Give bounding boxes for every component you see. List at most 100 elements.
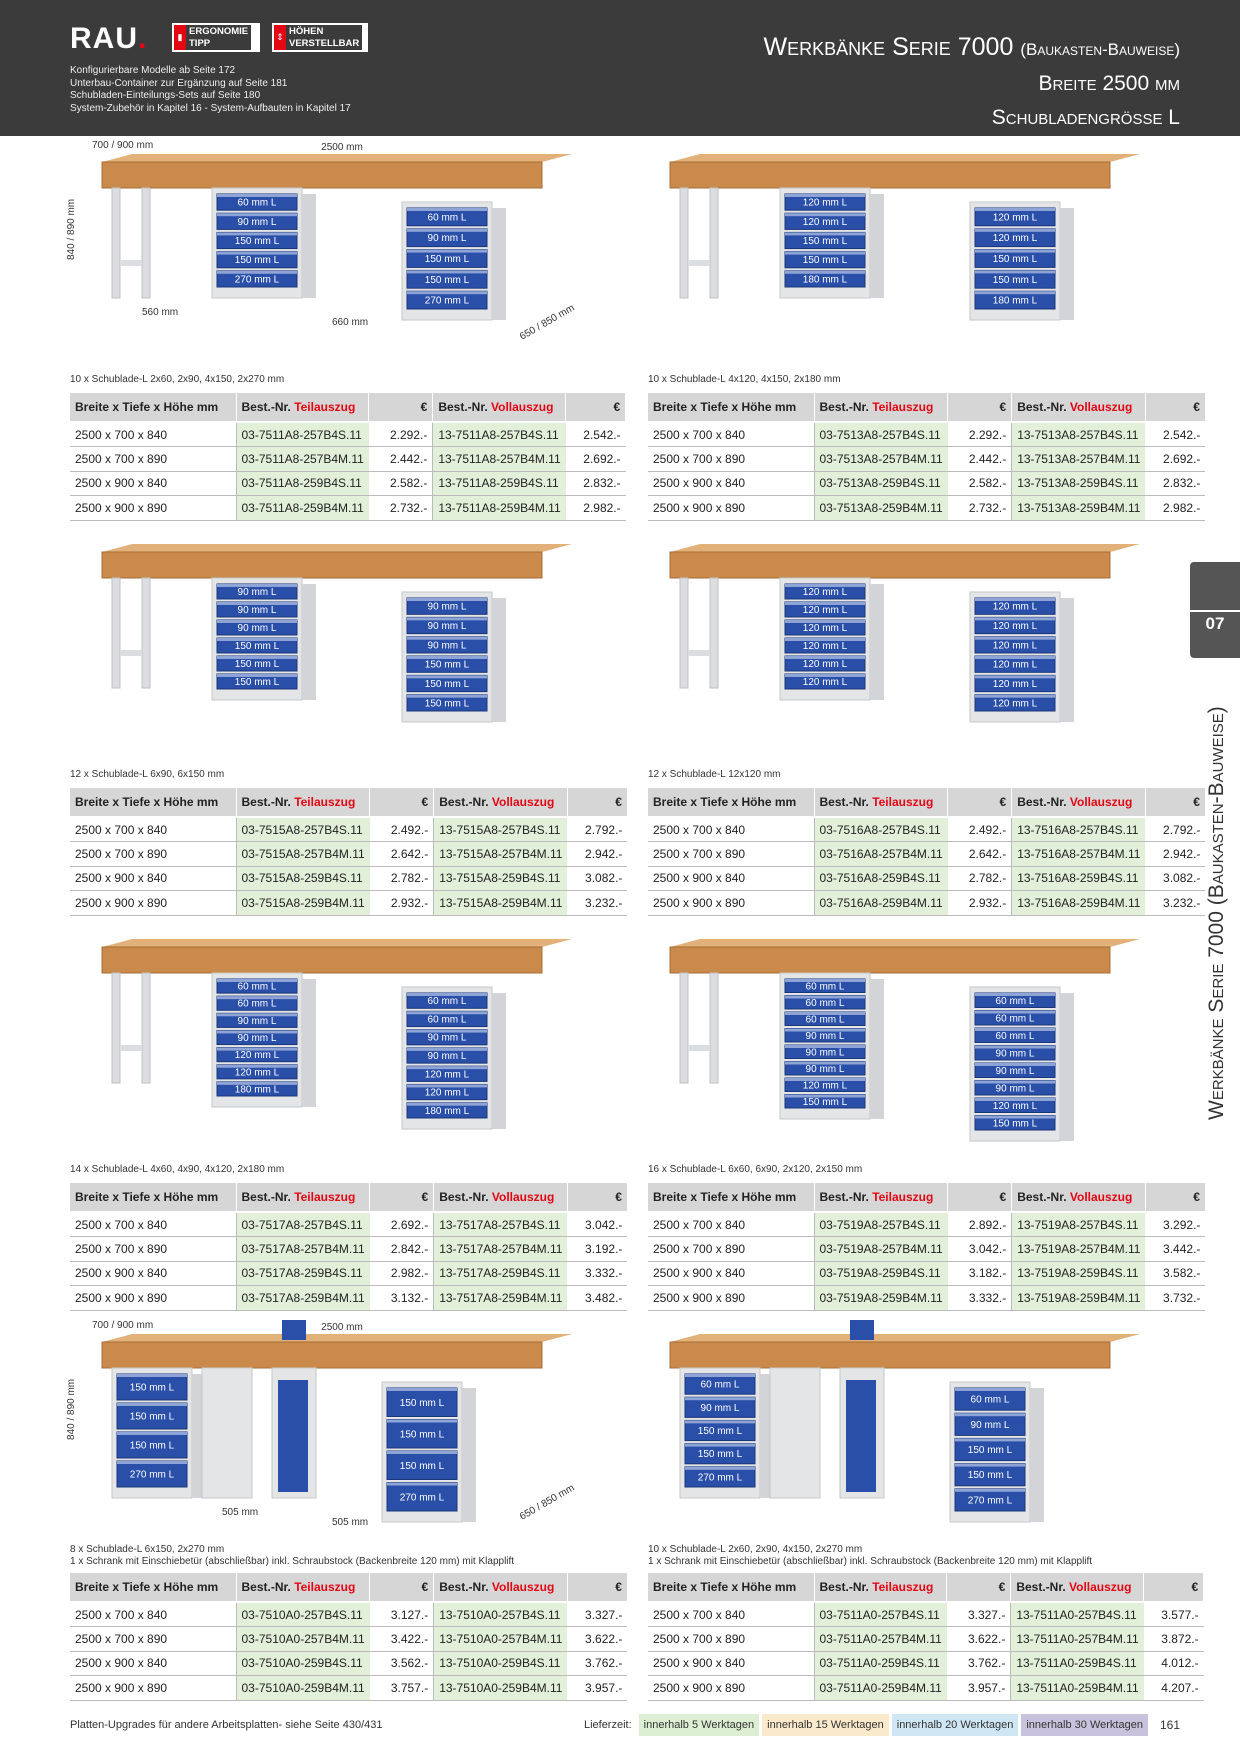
dim-depth2: 650 / 850 mm [518,1482,576,1522]
order-number: 03-7511A0-257B4M.11 [813,1626,947,1652]
right-cabinet-side [1030,1388,1044,1522]
left-cabinet-side [870,584,884,700]
size: 2500 x 700 x 840 [70,1212,236,1237]
order-number: 03-7516A8-257B4M.11 [813,841,948,867]
price: 3.082.- [567,866,628,891]
page-footer: Platten-Upgrades für andere Arbeitsplatt… [70,1714,1180,1736]
worktop-top [102,1334,572,1342]
drawer [386,1419,458,1449]
dim-leg: 560 mm [142,307,178,318]
caption-line: 10 x Schublade-L 2x60, 2x90, 4x150, 2x27… [648,1544,863,1555]
drawer-handle [407,993,487,996]
price-table: Breite x Tiefe x Höhe mm Best.-Nr. Teila… [70,788,628,916]
order-number: 03-7517A8-257B4M.11 [235,1236,370,1262]
order-number: 03-7511A8-257B4S.11 [235,422,369,447]
drawer-handle [975,1028,1055,1031]
price: 2.292.- [947,422,1012,447]
size: 2500 x 900 x 840 [70,866,236,891]
note-line: Unterbau-Container zur Ergänzung auf Sei… [70,77,288,89]
delivery-chip: innerhalb 30 Werktagen [1021,1714,1148,1736]
drawer-handle [407,675,487,679]
drawer-label: 90 mm L [971,1420,1010,1431]
drawer-handle [117,1403,187,1406]
drawer-handle [407,270,487,274]
drawer-label: 180 mm L [803,274,848,285]
size: 2500 x 900 x 890 [648,1675,814,1701]
drawer-label: 60 mm L [238,982,277,993]
drawer-handle [407,598,487,601]
drawer-label: 180 mm L [235,1084,280,1095]
right-cabinet-side [1060,993,1074,1141]
drawer-label: 150 mm L [993,1118,1038,1129]
order-number: 13-7510A0-259B4S.11 [433,1651,568,1676]
drawer-label: 120 mm L [803,677,848,688]
drawer-label: 150 mm L [968,1445,1013,1456]
drawer-label: 270 mm L [130,1470,175,1481]
drawer-label: 60 mm L [701,1380,740,1391]
price: 3.762.- [946,1651,1011,1676]
badge-line: HÖHEN [289,25,324,37]
col-eur: € [567,1573,628,1603]
caption-line: 12 x Schublade-L 6x90, 6x150 mm [70,769,225,780]
price: 2.492.- [369,817,434,842]
size: 2500 x 900 x 840 [70,1261,236,1286]
drawer-label: 180 mm L [425,1106,470,1117]
dim-depth: 700 / 900 mm [92,1320,153,1331]
price: 2.792.- [1145,817,1206,842]
drawer-label: 90 mm L [996,1066,1035,1077]
left-cabinet-side [870,979,884,1119]
drawer-label: 180 mm L [993,296,1038,307]
drawer-label: 150 mm L [425,660,470,671]
price: 2.292.- [368,422,433,447]
drawer-handle [407,1047,487,1051]
drawer-label: 90 mm L [238,217,277,228]
drawer-handle [975,228,1055,232]
drawer-label: 150 mm L [425,275,470,286]
col-size: Breite x Tiefe x Höhe mm [648,393,815,423]
order-number: 03-7519A8-257B4M.11 [813,1236,948,1262]
drawer-label: 90 mm L [428,1033,467,1044]
col-eur: € [567,1183,628,1213]
blank-panel [769,1367,821,1499]
size: 2500 x 700 x 890 [70,841,236,867]
size: 2500 x 900 x 840 [648,866,814,891]
order-number: 03-7513A8-257B4S.11 [813,422,948,447]
price: 3.872.- [1143,1626,1204,1652]
dim-depth2: 650 / 850 mm [518,302,576,342]
vise-lift [278,1380,308,1492]
order-number: 13-7510A0-257B4S.11 [433,1602,568,1627]
drawer-label: 270 mm L [425,296,470,307]
price: 3.327.- [946,1602,1011,1627]
drawer-handle [785,979,865,982]
drawer-handle [975,1115,1055,1119]
size: 2500 x 900 x 890 [70,1675,236,1701]
col-eur: € [1145,788,1206,818]
drawer [406,1102,488,1119]
size: 2500 x 900 x 890 [648,495,814,521]
page-title: Werkbänke Serie 7000 (Baukasten-Bauweise… [764,30,1180,135]
drawer-handle [217,270,297,274]
order-number: 13-7510A0-259B4M.11 [433,1675,568,1701]
ergonomie-icon: ▮ [174,25,186,50]
price: 3.327.- [567,1602,628,1627]
drawer-label: 270 mm L [235,274,280,285]
col-best-voll: Best.-Nr. Vollauszug [432,393,567,423]
price: 2.732.- [368,495,433,521]
drawer-handle [955,1463,1025,1467]
price: 3.127.- [369,1602,434,1627]
order-number: 03-7516A8-259B4S.11 [813,866,948,891]
